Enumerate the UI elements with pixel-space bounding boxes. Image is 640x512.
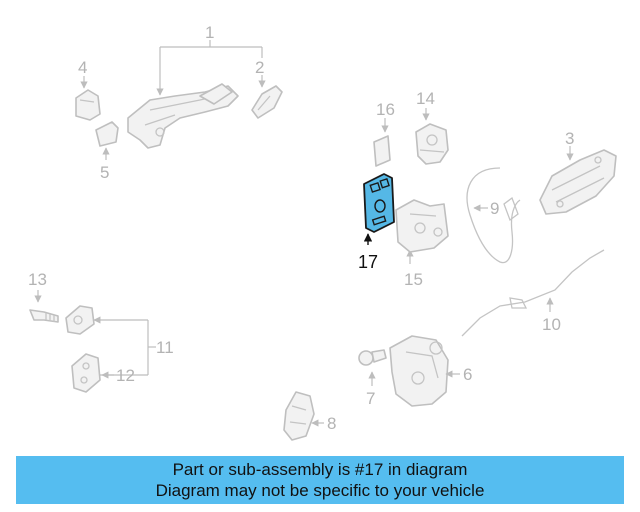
part-9-cable xyxy=(466,167,521,264)
callout-5: 5 xyxy=(100,163,109,182)
callout-11: 11 xyxy=(156,338,174,357)
part-8-striker xyxy=(283,391,324,441)
callout-1: 1 xyxy=(205,23,214,42)
banner-line-1: Part or sub-assembly is #17 in diagram xyxy=(172,460,468,479)
part-7-bolt xyxy=(358,349,387,386)
callout-8: 8 xyxy=(327,414,336,433)
callout-10: 10 xyxy=(542,315,561,334)
banner-line-2: Diagram may not be specific to your vehi… xyxy=(155,481,485,500)
callout-3: 3 xyxy=(565,129,574,148)
callout-7: 7 xyxy=(366,389,375,408)
callout-13: 13 xyxy=(28,270,47,289)
callout-9: 9 xyxy=(490,199,499,218)
part-14-bracket xyxy=(415,108,449,165)
part-10-cable xyxy=(461,249,605,337)
callout-15: 15 xyxy=(404,270,423,289)
part-6-latch xyxy=(389,335,460,407)
callout-16: 16 xyxy=(376,100,395,119)
part-4-bezel xyxy=(75,76,101,121)
callout-17: 17 xyxy=(358,252,378,272)
part-5-pad xyxy=(95,121,119,160)
info-banner: Part or sub-assembly is #17 in diagram D… xyxy=(16,456,624,504)
part-3-lock-module xyxy=(539,146,617,215)
part-2-handle-cap xyxy=(251,75,283,119)
part-15-hinge xyxy=(395,199,449,264)
callout-14: 14 xyxy=(416,89,435,108)
part-12-plate xyxy=(71,353,114,393)
callout-6: 6 xyxy=(463,365,472,384)
callout-4: 4 xyxy=(78,58,87,77)
part-17-highlighted xyxy=(363,173,395,245)
callout-2: 2 xyxy=(255,58,264,77)
part-13-screw xyxy=(29,290,59,323)
part-1-outside-handle xyxy=(127,40,263,149)
part-16-pad xyxy=(373,118,391,167)
callout-12: 12 xyxy=(116,366,135,385)
